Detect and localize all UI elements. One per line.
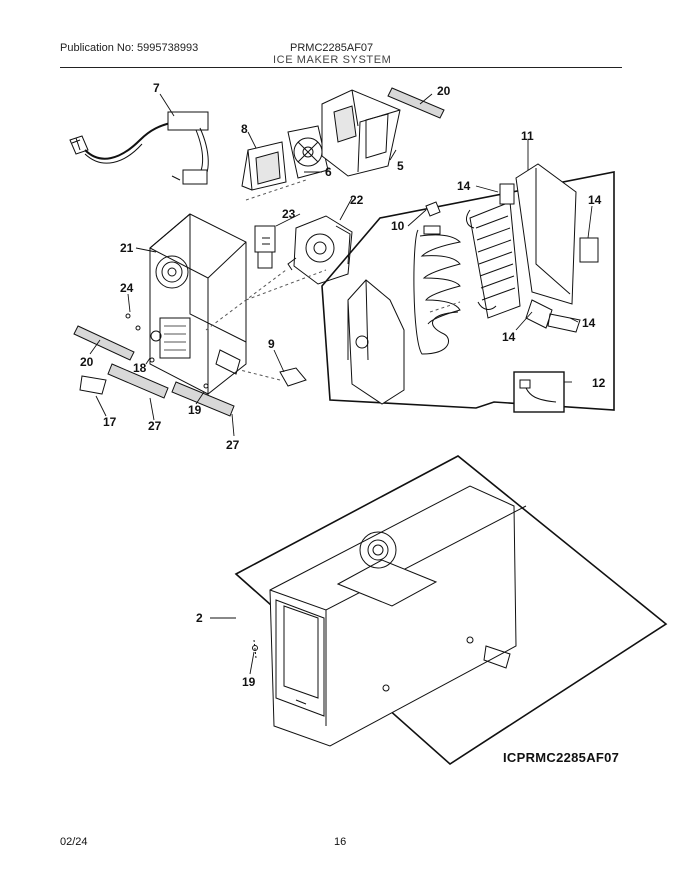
callout-24: 24 xyxy=(120,281,134,295)
foam-block-right xyxy=(579,237,599,263)
callout-19-lower: 19 xyxy=(242,675,256,689)
callout-10: 10 xyxy=(391,219,405,233)
seal-strip-left xyxy=(73,325,135,361)
wire-harness xyxy=(69,111,209,185)
evaporator-assembly-box xyxy=(321,171,615,411)
drive-motor xyxy=(287,215,353,285)
ice-maker-housing xyxy=(149,213,247,398)
thermistor xyxy=(425,201,441,217)
callout-11: 11 xyxy=(521,129,534,143)
callout-27-left: 27 xyxy=(148,419,162,433)
foam-block-upper xyxy=(499,183,515,205)
page-number: 16 xyxy=(334,836,347,848)
fan-shroud xyxy=(241,141,287,191)
callout-23: 23 xyxy=(282,207,296,221)
foam-blocks-lower xyxy=(525,299,581,333)
callout-5: 5 xyxy=(397,159,404,173)
screw-c xyxy=(149,357,155,363)
callout-21: 21 xyxy=(120,241,134,255)
callout-14-right: 14 xyxy=(588,193,602,207)
diagram-code: ICPRMC2285AF07 xyxy=(503,750,620,765)
evaporator-cover xyxy=(515,163,577,305)
footer-date: 02/24 xyxy=(60,836,88,848)
callout-2: 2 xyxy=(196,611,203,625)
callout-27-right: 27 xyxy=(226,438,240,452)
callout-20-top: 20 xyxy=(437,84,451,98)
callout-6: 6 xyxy=(325,165,332,179)
callout-20-left: 20 xyxy=(80,355,94,369)
callout-14-lower-left: 14 xyxy=(502,330,516,344)
callout-19-mid: 19 xyxy=(188,403,202,417)
callout-17: 17 xyxy=(103,415,117,429)
evaporator-duct xyxy=(321,89,401,177)
callout-9: 9 xyxy=(268,337,275,351)
evaporator-coil xyxy=(413,225,462,355)
callout-12: 12 xyxy=(592,376,606,390)
ice-compartment-liner xyxy=(269,485,527,747)
publication-number: Publication No: 5995738993 xyxy=(60,42,199,54)
callout-8: 8 xyxy=(241,122,248,136)
connector-harness xyxy=(513,371,565,413)
callout-7: 7 xyxy=(153,81,160,95)
screw-d xyxy=(203,383,209,389)
seal-strip-top xyxy=(387,87,445,119)
insulation-strip-right xyxy=(171,381,235,417)
callout-14-upper: 14 xyxy=(457,179,471,193)
screw-b xyxy=(135,325,141,331)
callout-18: 18 xyxy=(133,361,147,375)
section-title: ICE MAKER SYSTEM xyxy=(273,54,392,66)
insulation-strip-left xyxy=(107,363,169,399)
header-rule xyxy=(60,67,622,68)
thermostat-part xyxy=(254,225,276,269)
screw-a xyxy=(125,313,131,319)
model-number: PRMC2285AF07 xyxy=(290,42,374,54)
evaporator-fins xyxy=(466,201,521,319)
callout-22: 22 xyxy=(350,193,364,207)
bracket-part xyxy=(79,375,107,395)
callout-14-lower-right: 14 xyxy=(582,316,596,330)
damper-part xyxy=(279,367,307,387)
evaporator-back-panel xyxy=(347,279,405,405)
screw-e xyxy=(252,645,258,651)
